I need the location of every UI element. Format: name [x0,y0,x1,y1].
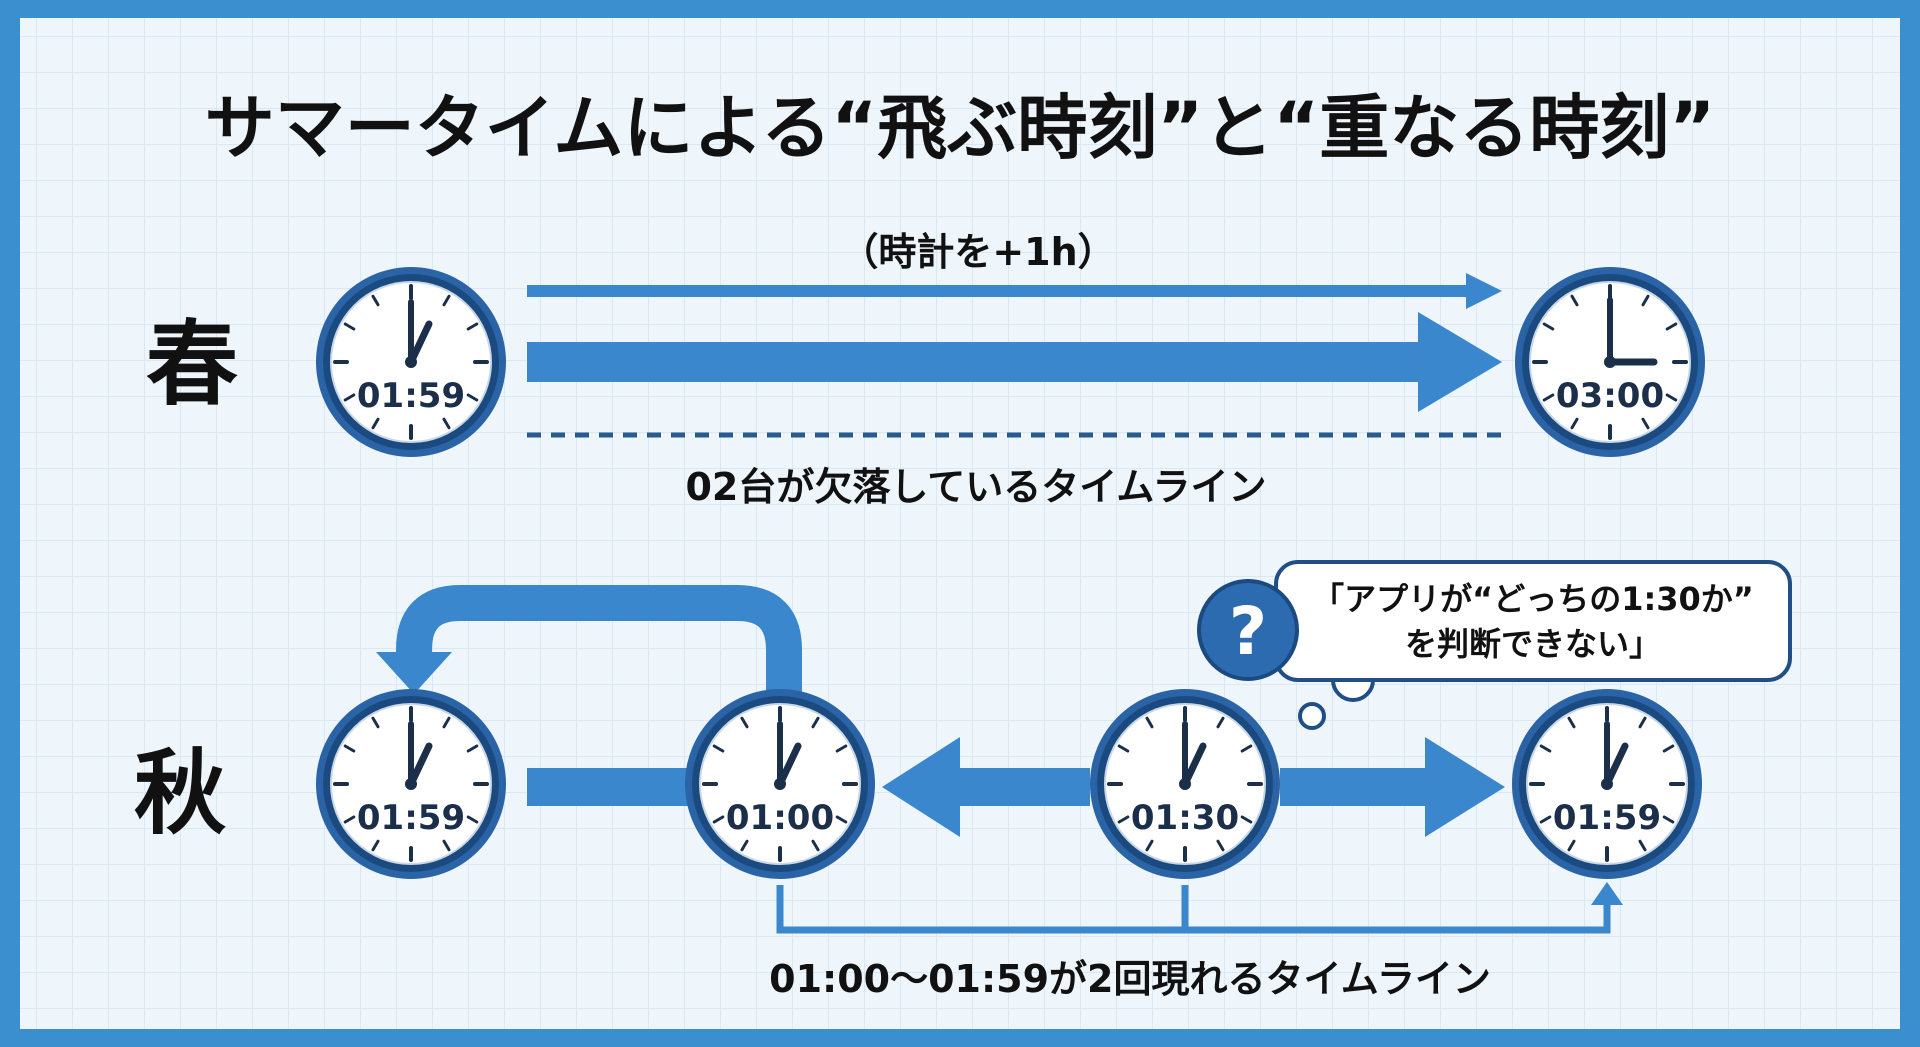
hour-hand [407,742,433,788]
spring-thin-arrow [527,273,1502,309]
autumn-left-arrow [882,737,1090,837]
page-title: サマータイムによる“飛ぶ時刻”と“重なる時刻” [205,87,1716,169]
bubble-text-line1: 「アプリが“どっちの1:30か” [1312,580,1754,618]
hour-hand [1181,742,1207,788]
spring-timeline-label: 02台が欠落しているタイムライン [685,465,1266,509]
spring-thick-arrow [527,312,1502,412]
bubble-text-line2: を判断できない」 [1405,625,1661,663]
autumn-clock-3: 01:30 [1088,687,1282,881]
hour-hand [1603,742,1629,788]
autumn-bottom-timeline-head [1591,882,1623,905]
autumn-label: 秋 [134,740,226,847]
spring-clock-from: 01:59 [314,265,508,459]
spring-label: 春 [146,311,238,418]
hour-hand [776,742,802,788]
clock-time-label: 03:00 [1556,376,1664,416]
clock-time-label: 01:59 [357,798,465,838]
bubble-dot-small [1298,702,1326,730]
autumn-clock-1: 01:59 [314,687,508,881]
clock-time-label: 01:59 [1553,798,1661,838]
clock-time-label: 01:30 [1131,798,1239,838]
clock-time-label: 01:59 [357,376,465,416]
autumn-clock-2: 01:00 [683,687,877,881]
autumn-bottom-timeline [776,885,1611,934]
autumn-bar [527,768,689,806]
autumn-timeline-label: 01:00〜01:59が2回現れるタイムライン [769,957,1491,1001]
autumn-right-arrow [1280,737,1505,837]
question-mark-icon: ? [1197,579,1299,681]
spring-arrow-label: （時計を+1h） [840,230,1115,274]
autumn-return-arrow-head [376,652,452,694]
thought-bubble: 「アプリが“どっちの1:30か” を判断できない」 [1274,560,1792,730]
clock-time-label: 01:00 [726,798,834,838]
autumn-return-arrow [396,585,802,700]
autumn-clock-4: 01:59 [1510,687,1704,881]
hour-hand [407,320,433,366]
spring-clock-to: 03:00 [1513,265,1707,459]
question-mark-glyph: ? [1229,593,1267,670]
